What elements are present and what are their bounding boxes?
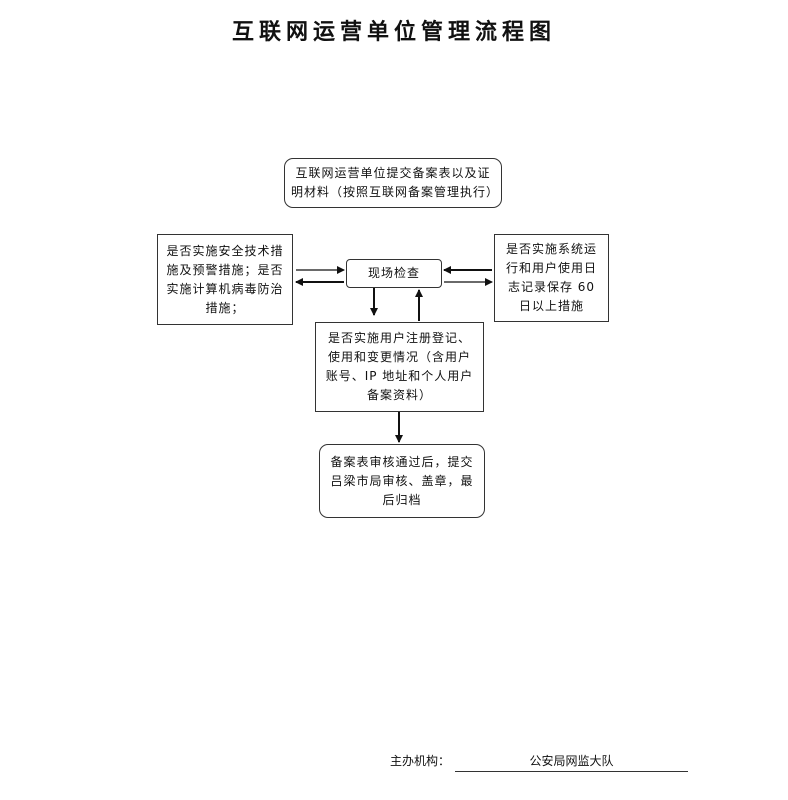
node-onsite-check: 现场检查: [346, 259, 442, 288]
page-title: 互联网运营单位管理流程图: [231, 19, 556, 45]
node-final: 备案表审核通过后，提交吕梁市局审核、盖章，最后归档: [319, 444, 485, 518]
node-user-check: 是否实施用户注册登记、使用和变更情况（含用户账号、IP 地址和个人用户备案资料）: [315, 322, 484, 412]
organizer-value: 公安局网监大队: [455, 752, 688, 772]
node-right-check: 是否实施系统运行和用户使用日志记录保存 60 日以上措施: [494, 234, 609, 322]
node-left-check: 是否实施安全技术措施及预警措施；是否实施计算机病毒防治措施；: [157, 234, 293, 325]
organizer-label: 主办机构：: [390, 754, 451, 768]
node-submit: 互联网运营单位提交备案表以及证明材料（按照互联网备案管理执行）: [284, 158, 502, 208]
